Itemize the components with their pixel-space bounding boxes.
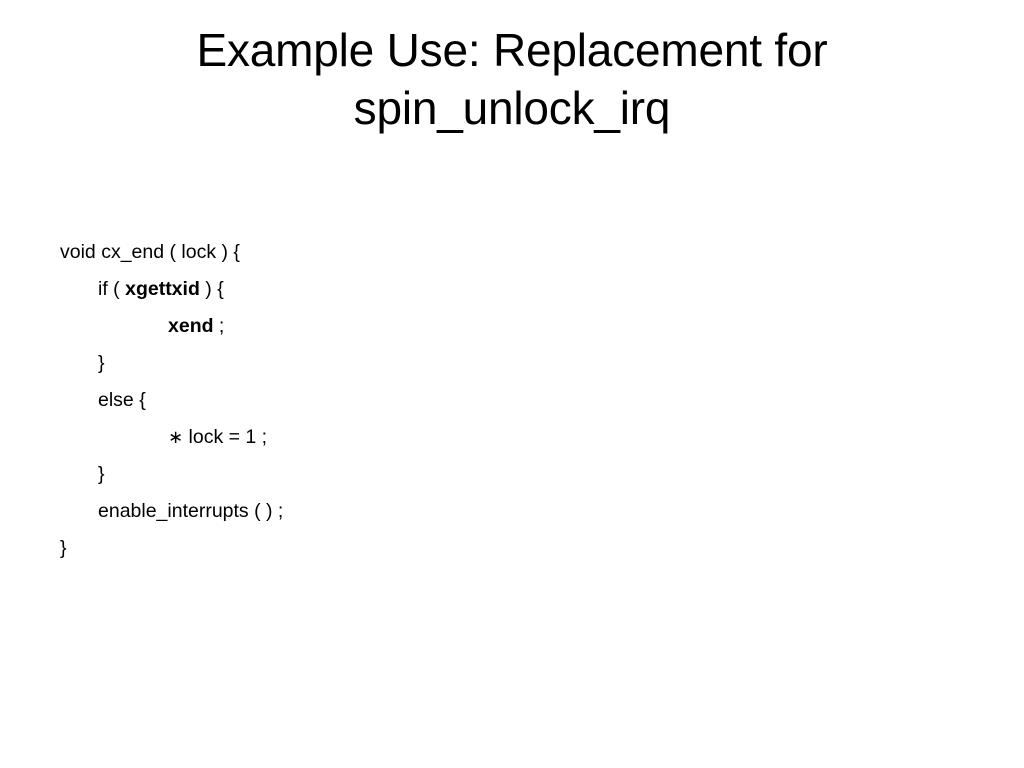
code-keyword: xgettxid (125, 278, 200, 300)
code-line: void cx_end ( lock ) { (60, 234, 940, 271)
code-text: ) { (199, 278, 224, 300)
code-line: } (60, 456, 940, 493)
code-listing: void cx_end ( lock ) {if ( xgettxid ) {x… (60, 234, 940, 567)
code-line: xend ; (60, 308, 940, 345)
slide-title-line-1: Example Use: Replacement for (196, 24, 828, 76)
code-text: } (60, 537, 67, 559)
code-line: } (60, 345, 940, 382)
code-line: else { (60, 382, 940, 419)
deref-asterisk-icon: ∗ (168, 427, 184, 448)
code-text: } (98, 463, 105, 485)
code-text: void cx_end ( lock ) { (60, 241, 240, 263)
code-line: if ( xgettxid ) { (60, 271, 940, 308)
code-text: } (98, 352, 105, 374)
slide-title-line-2: spin_unlock_irq (353, 81, 671, 134)
code-keyword: xend (168, 315, 214, 337)
code-line: enable_interrupts ( ) ; (60, 493, 940, 530)
code-text: if ( (98, 278, 126, 300)
code-text: else { (98, 389, 146, 411)
code-line: ∗ lock = 1 ; (60, 419, 940, 456)
code-text: lock = 1 ; (183, 426, 268, 448)
code-line: } (60, 530, 940, 567)
code-text: ; (213, 315, 225, 337)
slide-title: Example Use: Replacement for spin_unlock… (62, 22, 962, 138)
code-text: enable_interrupts ( ) ; (98, 500, 284, 522)
